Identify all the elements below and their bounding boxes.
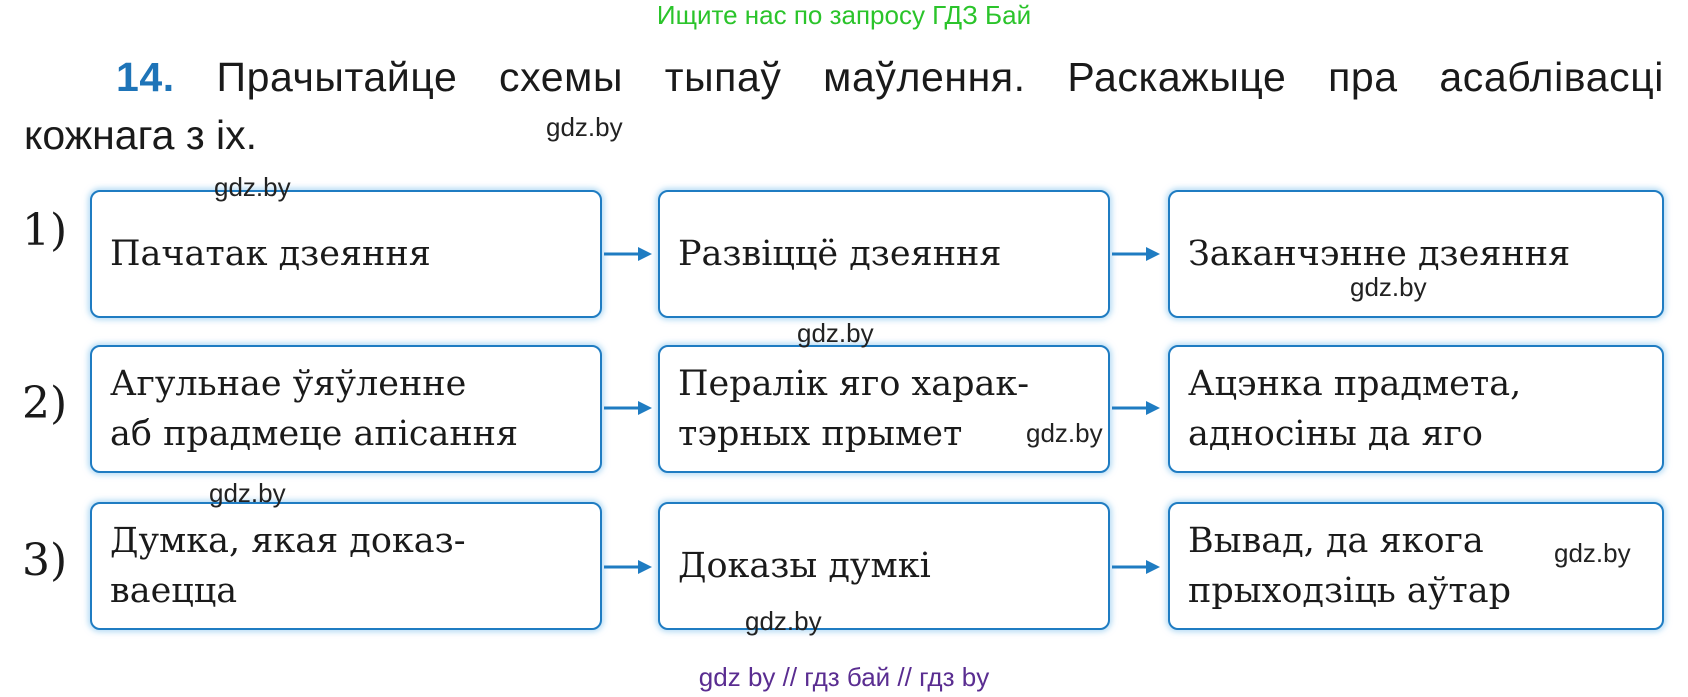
footer-watermark: gdz by // гдз бай // гдз by [698,662,990,692]
task-line-1-text: Прачытайце схемы тыпаў маўлення. Раскажы… [216,54,1664,100]
scheme-box-text: Агульнае ўяўленне аб прадмеце апісання [110,364,519,454]
watermark: gdz.by [546,112,623,142]
scheme-box-3-2: Доказы думкі [658,502,1110,630]
scheme-box-text: Ацэнка прадмета, адносіны да яго [1188,364,1522,454]
scheme-box-2-3: Ацэнка прадмета, адносіны да яго [1168,345,1664,473]
row-label-3: 3) [22,535,68,586]
scheme-box-text: Пералік яго харак- тэрных прымет [678,364,1030,454]
scheme-box-1-3: Заканчэнне дзеяння [1168,190,1664,318]
task-number: 14. [116,54,175,100]
watermark: gdz.by [214,172,291,202]
arrow-right-icon [1112,401,1160,415]
promo-banner: Ищите нас по запросу ГДЗ Бай [656,0,1032,30]
watermark: gdz.by [745,606,822,636]
row-label-2: 2) [22,378,68,429]
scheme-box-text: Пачатак дзеяння [110,234,431,274]
arrow-right-icon [604,560,652,574]
row-label-1: 1) [22,205,68,256]
arrow-right-icon [1112,247,1160,261]
scheme-box-3-3: Вывад, да якога прыходзіць аўтар [1168,502,1664,630]
watermark: gdz.by [209,478,286,508]
watermark: gdz.by [1026,418,1103,448]
scheme-box-2-2: Пералік яго харак- тэрных прымет [658,345,1110,473]
watermark: gdz.by [797,318,874,348]
arrow-right-icon [604,247,652,261]
scheme-box-3-1: Думка, якая доказ- ваецца [90,502,602,630]
scheme-box-text: Заканчэнне дзеяння [1188,234,1571,274]
watermark: gdz.by [1554,538,1631,568]
scheme-box-1-1: Пачатак дзеяння [90,190,602,318]
scheme-box-text: Доказы думкі [678,546,931,586]
scheme-box-text: Развіццё дзеяння [678,234,1002,274]
task-line-2: кожнага з іх. [24,112,258,158]
watermark: gdz.by [1350,272,1427,302]
arrow-right-icon [1112,560,1160,574]
task-statement: 14. Прачытайце схемы тыпаў маўлення. Рас… [24,48,1664,164]
scheme-box-1-2: Развіццё дзеяння [658,190,1110,318]
task-line-1: 14. Прачытайце схемы тыпаў маўлення. Рас… [24,48,1664,106]
scheme-box-text: Думка, якая доказ- ваецца [110,521,466,611]
arrow-right-icon [604,401,652,415]
scheme-box-text: Вывад, да якога прыходзіць аўтар [1188,521,1512,611]
scheme-box-2-1: Агульнае ўяўленне аб прадмеце апісання [90,345,602,473]
